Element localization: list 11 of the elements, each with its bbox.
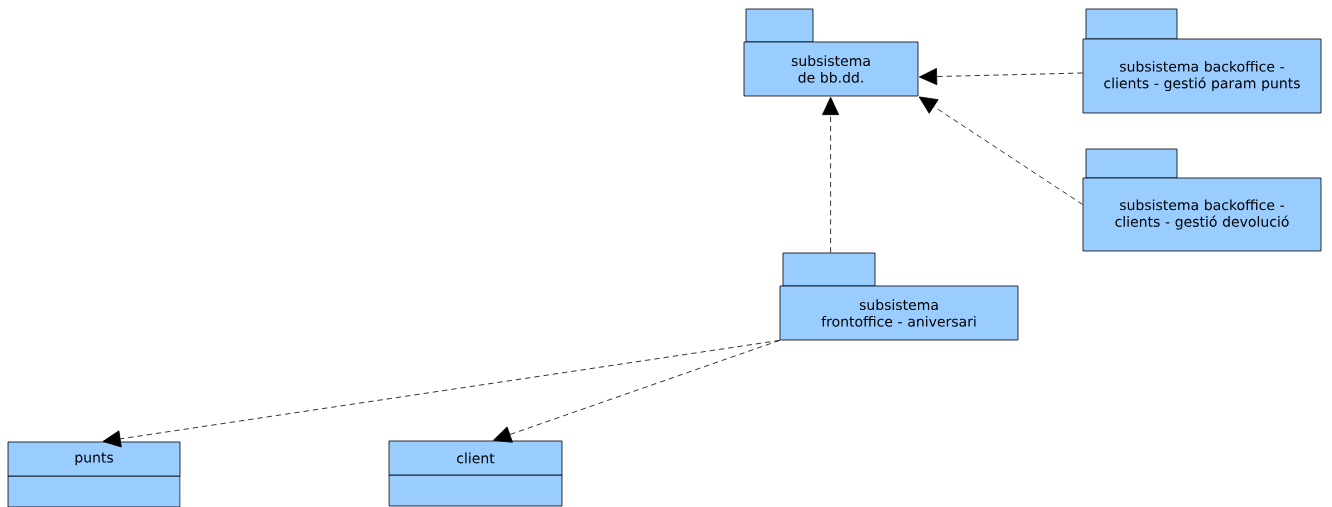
- dependency-arrow: [493, 340, 780, 443]
- dependency-arrow: [822, 96, 840, 253]
- class-box: punts: [7, 441, 181, 507]
- dependency-arrow: [102, 340, 780, 448]
- package-box: subsistema de bb.dd.: [743, 8, 919, 97]
- class-box: client: [388, 440, 563, 507]
- dependency-arrow: [918, 68, 1083, 86]
- package-box: subsistema frontoffice - aniversari: [779, 252, 1019, 341]
- package-box: subsistema backoffice - clients - gestió param punts: [1082, 8, 1322, 114]
- dependency-arrow: [918, 96, 1083, 205]
- package-box: subsistema backoffice - clients - gestió devolució: [1082, 148, 1322, 252]
